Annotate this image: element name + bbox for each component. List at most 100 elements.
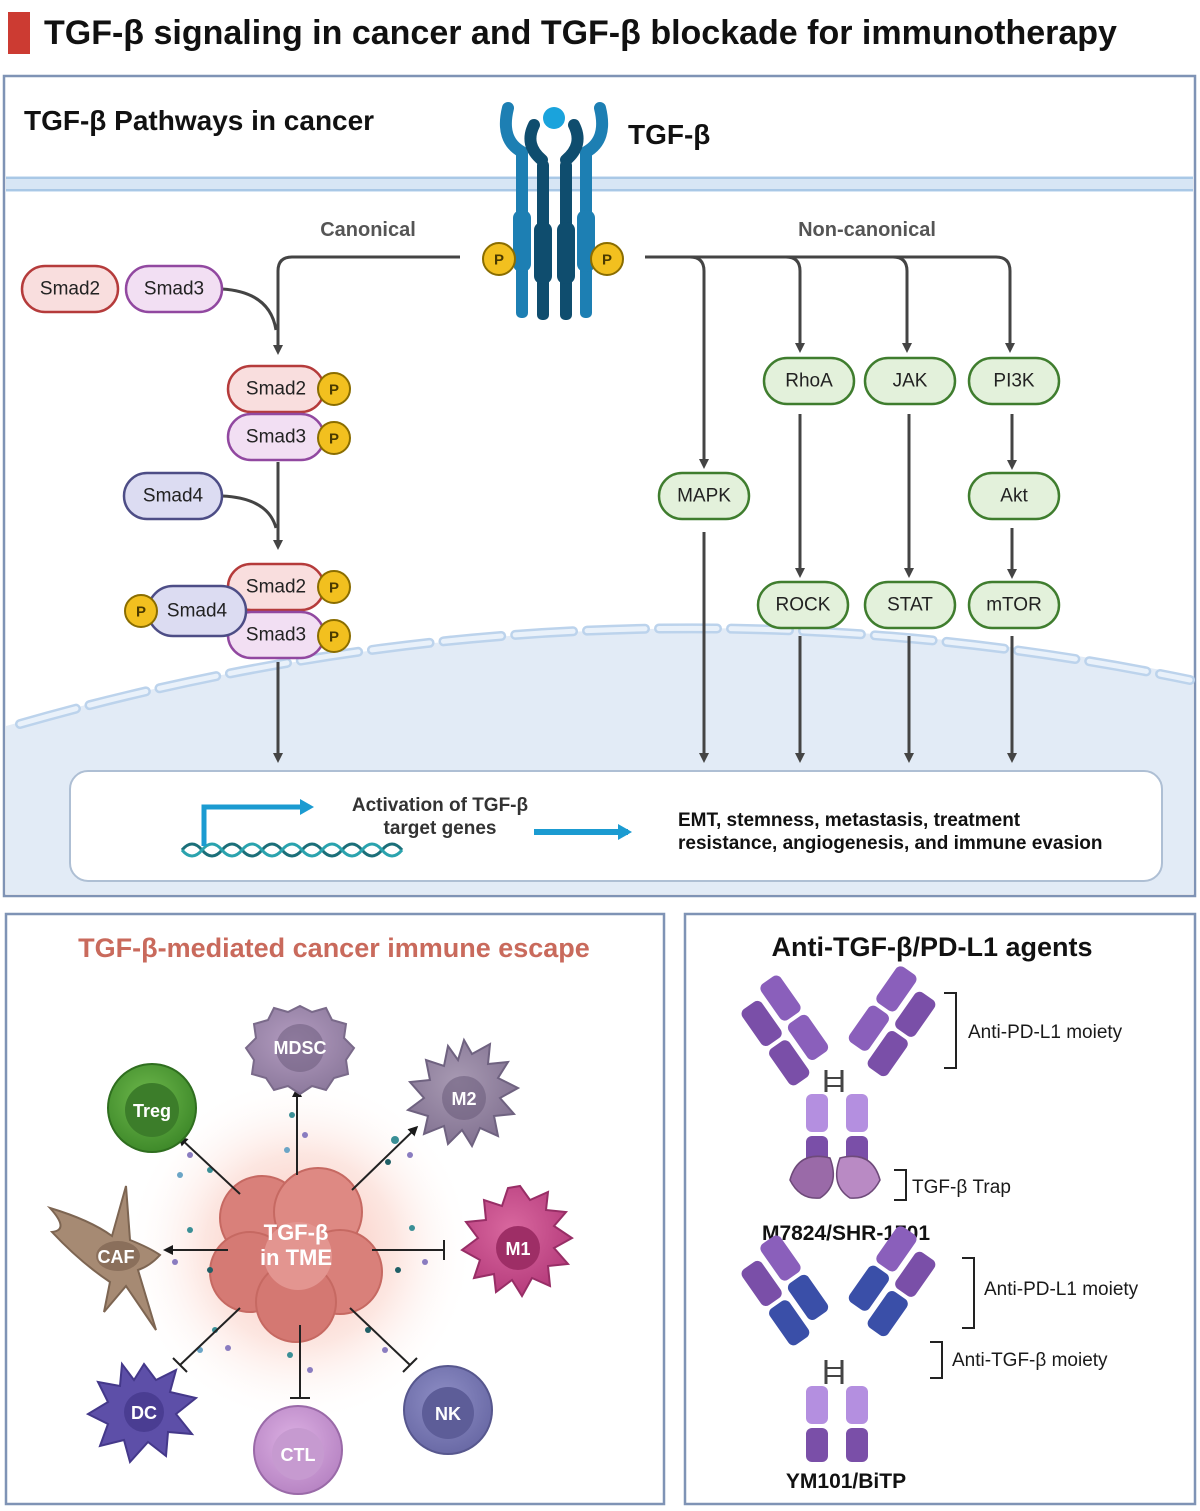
pathways-panel-title: TGF-β Pathways in cancer xyxy=(24,105,374,136)
node-rhoa: RhoA xyxy=(762,356,856,406)
tgfb-ligand-label: TGF-β xyxy=(628,119,710,150)
antibody-ym101 xyxy=(741,1226,936,1462)
noncanonical-label: Non-canonical xyxy=(798,219,936,241)
canonical-arrow-main xyxy=(273,255,460,355)
node-rock: ROCK xyxy=(756,580,850,630)
smad-complex: Smad2 P Smad3 P Smad4 P xyxy=(124,562,351,660)
cell-membrane xyxy=(6,176,1193,192)
bracket-tgfb xyxy=(930,1341,943,1379)
cell-m1: M1 xyxy=(460,1184,574,1298)
svg-text:Smad3: Smad3 xyxy=(246,427,306,448)
smad3-free: Smad3 xyxy=(124,264,224,314)
mapk-arrow xyxy=(689,255,709,469)
cell-dc: DC xyxy=(85,1361,199,1465)
svg-text:mTOR: mTOR xyxy=(986,595,1042,616)
svg-text:Smad2: Smad2 xyxy=(246,577,306,598)
node-jak: JAK xyxy=(863,356,957,406)
activation-text-line2: target genes xyxy=(384,818,497,839)
node-mtor: mTOR xyxy=(967,580,1061,630)
cell-nk: NK xyxy=(403,1365,493,1455)
svg-text:P: P xyxy=(329,431,339,448)
svg-text:P: P xyxy=(329,580,339,597)
svg-text:STAT: STAT xyxy=(887,595,933,616)
rhoa-arrow xyxy=(785,255,805,353)
node-stat: STAT xyxy=(863,580,957,630)
antibody-m7824 xyxy=(741,966,936,1199)
agent1-trap-label: TGF-β Trap xyxy=(912,1177,1011,1198)
title-accent-bar xyxy=(8,12,30,54)
svg-text:MDSC: MDSC xyxy=(274,1038,327,1058)
arrow-to-m2 xyxy=(351,1125,419,1191)
noncanonical-trunk xyxy=(645,255,1015,353)
svg-text:NK: NK xyxy=(435,1404,461,1424)
svg-text:CTL: CTL xyxy=(281,1445,316,1465)
svg-text:Smad3: Smad3 xyxy=(246,625,306,646)
main-title: TGF-β signaling in cancer and TGF-β bloc… xyxy=(44,14,1117,52)
smad2-phosphorylated: Smad2 P xyxy=(226,364,351,414)
smad3-merge-arrow xyxy=(221,287,278,331)
agent2-name: YM101/BiTP xyxy=(786,1470,906,1493)
svg-text:Smad2: Smad2 xyxy=(40,279,100,300)
svg-text:M1: M1 xyxy=(505,1239,530,1259)
svg-text:M2: M2 xyxy=(451,1089,476,1109)
smad2-free: Smad2 xyxy=(20,264,120,314)
svg-text:Akt: Akt xyxy=(1000,486,1028,507)
bracket-trap xyxy=(894,1169,907,1201)
tme-label-line1: TGF-β xyxy=(264,1220,329,1245)
cell-mdsc: MDSC xyxy=(244,1004,356,1096)
bracket-pdl1-2 xyxy=(962,1257,975,1329)
agents-title: Anti-TGF-β/PD-L1 agents xyxy=(772,932,1093,962)
svg-text:P: P xyxy=(136,604,146,621)
svg-text:RhoA: RhoA xyxy=(785,371,833,392)
outcome-text-line1: EMT, stemness, metastasis, treatment xyxy=(678,810,1021,831)
smad4-merge-arrow xyxy=(221,494,278,529)
tgfb-ligand-icon xyxy=(543,107,565,129)
svg-text:Smad4: Smad4 xyxy=(167,601,228,622)
receptor-phospho-right: P xyxy=(590,242,624,276)
cytokine-dots xyxy=(172,1112,428,1373)
svg-text:CAF: CAF xyxy=(98,1247,135,1267)
smad3-phosphorylated: Smad3 P xyxy=(226,412,351,462)
transcription-start-arrow-icon xyxy=(201,799,314,846)
svg-text:Smad4: Smad4 xyxy=(143,486,204,507)
svg-text:Smad3: Smad3 xyxy=(144,279,204,300)
svg-text:P: P xyxy=(329,629,339,646)
cell-caf: CAF xyxy=(46,1185,162,1331)
inhibit-ctl xyxy=(290,1325,310,1399)
node-pi3k: PI3K xyxy=(967,356,1061,406)
svg-text:P: P xyxy=(602,252,612,269)
svg-text:Smad2: Smad2 xyxy=(246,379,306,400)
inhibit-m1 xyxy=(372,1240,445,1260)
outcome-text-line2: resistance, angiogenesis, and immune eva… xyxy=(678,833,1103,854)
svg-text:JAK: JAK xyxy=(893,371,928,392)
canonical-label: Canonical xyxy=(320,219,416,241)
agent1-name: M7824/SHR-1701 xyxy=(762,1222,930,1245)
agent1-pdl1-label: Anti-PD-L1 moiety xyxy=(968,1022,1123,1043)
immune-escape-title: TGF-β-mediated cancer immune escape xyxy=(78,933,590,963)
inhibit-dc xyxy=(172,1307,241,1373)
activation-text-line1: Activation of TGF-β xyxy=(352,795,528,816)
node-akt: Akt xyxy=(967,471,1061,521)
smad4-free: Smad4 xyxy=(122,471,224,521)
agent2-tgfb-label: Anti-TGF-β moiety xyxy=(952,1350,1108,1371)
tumor-cluster xyxy=(209,1167,383,1343)
svg-text:Treg: Treg xyxy=(133,1101,171,1121)
svg-text:ROCK: ROCK xyxy=(776,595,831,616)
cell-m2: M2 xyxy=(405,1037,521,1149)
gene-activation-box xyxy=(69,770,1163,882)
receptor-phospho-left: P xyxy=(482,242,516,276)
inhibit-nk xyxy=(349,1307,418,1373)
svg-text:MAPK: MAPK xyxy=(677,486,731,507)
svg-text:P: P xyxy=(329,382,339,399)
agent2-pdl1-label: Anti-PD-L1 moiety xyxy=(984,1279,1139,1300)
dna-helix-icon xyxy=(180,842,404,858)
svg-text:PI3K: PI3K xyxy=(993,371,1035,392)
svg-text:DC: DC xyxy=(131,1403,157,1423)
agents-panel xyxy=(683,912,1197,1506)
cell-ctl: CTL xyxy=(253,1405,343,1495)
svg-text:P: P xyxy=(494,252,504,269)
bracket-pdl1-1 xyxy=(944,992,957,1069)
tme-label-line2: in TME xyxy=(260,1245,332,1270)
node-mapk: MAPK xyxy=(657,471,751,521)
